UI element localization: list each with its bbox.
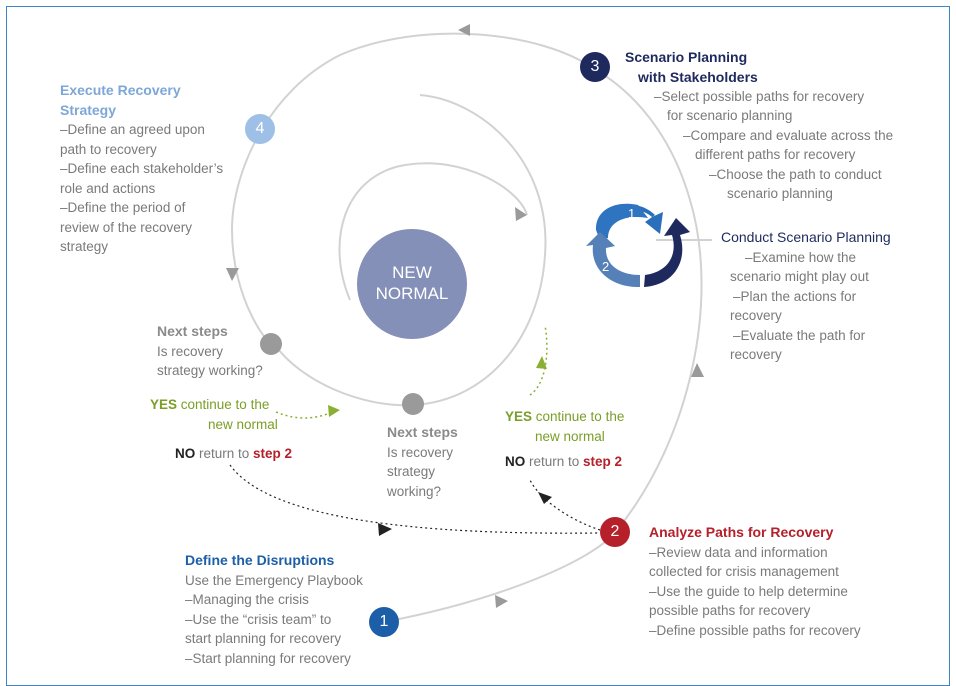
no-arrow-right: [529, 479, 601, 531]
no-right-step: step 2: [583, 454, 623, 469]
no-right-label: NO: [505, 454, 526, 469]
conduct-line: recovery: [730, 347, 782, 362]
step-4-title-1: Execute Recovery: [60, 82, 181, 98]
yes-arrow-right: [529, 324, 548, 396]
yes-right-text2: new normal: [535, 428, 605, 444]
yes-right: YES continue to the new normal: [505, 407, 624, 446]
step-4-text: Execute Recovery Strategy –Define an agr…: [60, 81, 223, 257]
step-4-line: –Define the period of: [60, 200, 186, 215]
step-4-line: role and actions: [60, 180, 156, 196]
yes-left-text: continue to the: [177, 397, 270, 412]
next-steps-mid-title: Next steps: [387, 424, 458, 440]
next-steps-mid-line: working?: [387, 483, 442, 499]
step-2-line: –Review data and information: [649, 544, 828, 560]
conduct-planning-title: Conduct Scenario Planning: [721, 229, 891, 245]
next-steps-dot-left: [260, 333, 282, 355]
arrow-head-3: [458, 24, 470, 36]
arrow-head-2: [691, 363, 704, 377]
step-1-text: Define the Disruptions Use the Emergency…: [185, 551, 363, 668]
step-2-line: possible paths for recovery: [649, 603, 811, 618]
step-3-line: for scenario planning: [667, 108, 793, 123]
next-steps-left: Next steps Is recovery strategy working?: [157, 322, 263, 381]
conduct-line: scenario might play out: [730, 269, 869, 284]
step-3-line: –Compare and evaluate across the: [683, 128, 894, 143]
step-2-line: –Define possible paths for recovery: [649, 622, 861, 638]
step-1-line: –Start planning for recovery: [185, 650, 351, 666]
new-normal-circle: [357, 229, 467, 339]
yes-left-label: YES: [150, 397, 178, 412]
no-right: NO return to step 2: [505, 452, 622, 472]
conduct-line: –Evaluate the path for: [733, 328, 866, 343]
step-3-line: –Choose the path to conduct: [709, 167, 882, 182]
no-left-text: return to: [195, 446, 254, 461]
next-steps-left-title: Next steps: [157, 323, 228, 339]
yes-right-text: continue to the: [532, 409, 625, 424]
step-1-line: –Managing the crisis: [185, 592, 309, 607]
no-arrow-left: [229, 464, 599, 534]
step-4-line: path to recovery: [60, 141, 157, 157]
yes-left: YES continue to the new normal: [150, 395, 278, 434]
step-1-badge: 1: [369, 607, 399, 637]
step-3-line: different paths for recovery: [695, 147, 856, 162]
yes-right-label: YES: [505, 409, 533, 424]
next-steps-mid: Next steps Is recovery strategy working?: [387, 423, 458, 501]
step-4-line: –Define an agreed upon: [60, 122, 205, 137]
step-4-line: strategy: [60, 239, 109, 254]
new-normal-label: NEW NORMAL: [352, 262, 472, 304]
new-normal-line2: NORMAL: [375, 284, 449, 303]
step-4-line: –Define each stakeholder’s: [60, 161, 224, 176]
step-1-line: Use the Emergency Playbook: [185, 572, 363, 588]
next-steps-left-line: strategy working?: [157, 363, 263, 378]
arrow-head-5: [515, 207, 527, 221]
conduct-line: recovery: [730, 308, 782, 323]
no-right-text: return to: [525, 454, 584, 469]
next-steps-mid-line: Is recovery: [387, 444, 454, 460]
step-1-title: Define the Disruptions: [185, 552, 335, 568]
cycle-num-3: 3: [657, 250, 665, 265]
step-1-line: start planning for recovery: [185, 631, 342, 646]
step-3-line: scenario planning: [727, 186, 833, 201]
next-steps-dot-mid: [402, 393, 424, 415]
step-3-badge: 3: [580, 52, 610, 82]
step-4-line: review of the recovery: [60, 219, 193, 235]
conduct-line: –Examine how the: [745, 250, 857, 265]
yes-left-text2: new normal: [208, 416, 278, 432]
no-left: NO return to step 2: [175, 444, 292, 464]
step-4-title-2: Strategy: [60, 101, 117, 118]
arrow-head-4: [226, 268, 239, 281]
yes-arrow-left: [275, 410, 335, 419]
no-left-step: step 2: [253, 446, 293, 461]
new-normal-line1: NEW: [392, 263, 432, 282]
outer-ring: [230, 32, 597, 407]
no-left-label: NO: [175, 446, 196, 461]
cycle-num-2: 2: [602, 259, 610, 274]
step-3-title-2: with Stakeholders: [638, 68, 758, 85]
conduct-line: –Plan the actions for: [733, 289, 857, 304]
step-4-badge: 4: [245, 114, 275, 144]
step-3-title-1: Scenario Planning: [625, 49, 748, 65]
step-2-line: –Use the guide to help determine: [649, 583, 848, 599]
next-steps-left-line: Is recovery: [157, 343, 224, 359]
step-2-line: collected for crisis management: [649, 564, 839, 579]
step-1-line: –Use the “crisis team” to: [185, 611, 332, 627]
cycle-diagram: [586, 203, 690, 288]
arrow-head-1: [495, 595, 508, 608]
conduct-planning-text: Conduct Scenario Planning: [721, 228, 891, 248]
step-2-title: Analyze Paths for Recovery: [649, 524, 834, 540]
step-3-heading: Scenario Planning with Stakeholders: [625, 48, 758, 87]
inner-spiral: [338, 162, 528, 301]
spiral-arc-1-2: [383, 529, 618, 623]
step-3-line: –Select possible paths for recovery: [654, 89, 865, 104]
step-2-badge: 2: [600, 517, 630, 547]
step-2-text: Analyze Paths for Recovery –Review data …: [649, 523, 861, 640]
cycle-num-1: 1: [628, 206, 636, 221]
next-steps-mid-line: strategy: [387, 464, 436, 479]
